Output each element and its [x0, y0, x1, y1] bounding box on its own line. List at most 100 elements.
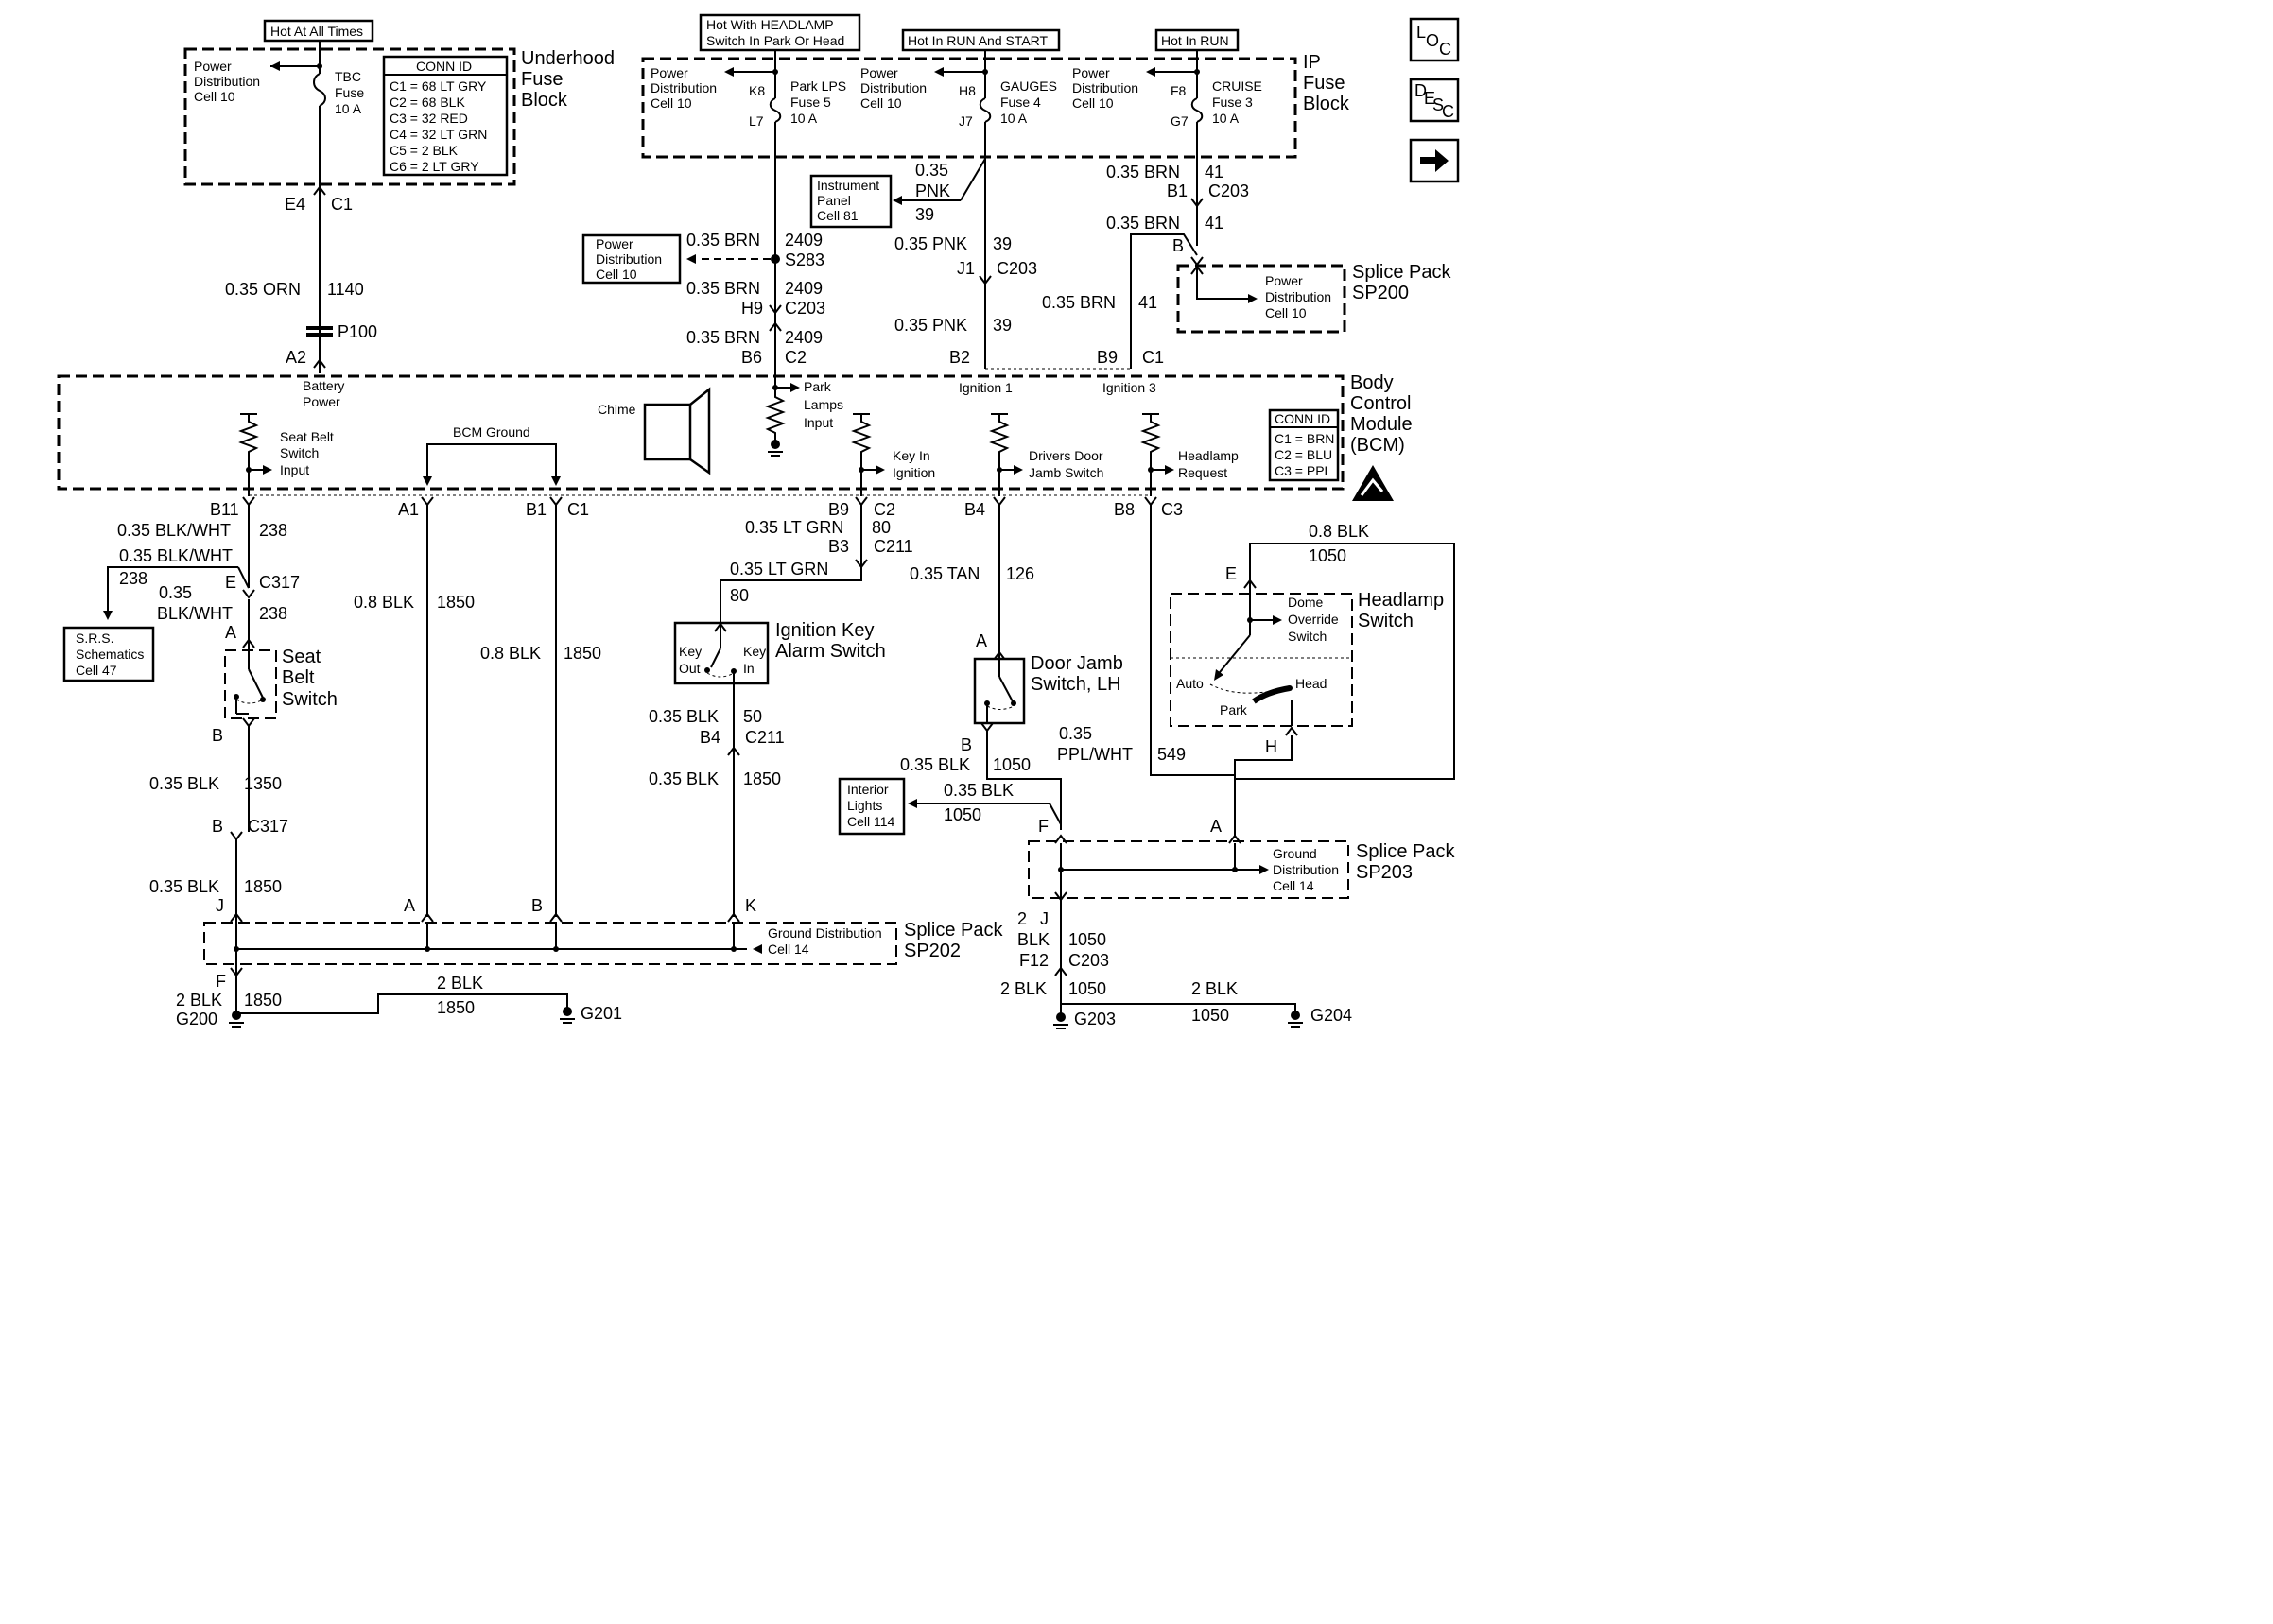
pin-a-sp202: A: [404, 896, 415, 915]
door-jamb-title-1: Door Jamb: [1031, 653, 1123, 674]
door-jamb-input-2: Jamb Switch: [1029, 465, 1103, 480]
circuit-1050-b: 1050: [944, 805, 981, 824]
underhood-conn-c1: C1 = 68 LT GRY: [390, 78, 487, 94]
door-jamb-input-1: Drivers Door: [1029, 448, 1103, 463]
wire-brn-41-a: 0.35 BRN: [1106, 163, 1180, 181]
wire-brn-2409-c: 0.35 BRN: [686, 328, 760, 347]
pin-b1-a: B1: [1167, 181, 1188, 200]
pin-k8: K8: [749, 83, 765, 98]
pin-b4-b: B4: [700, 728, 720, 747]
pin-f: F: [1038, 817, 1049, 836]
underhood-pd-3: Cell 10: [194, 89, 235, 104]
hot-run-start-box: [901, 28, 1061, 52]
svg-text:Distribution: Distribution: [596, 251, 662, 267]
interior-lights-ref[interactable]: [838, 777, 906, 836]
sp202-title-1: Splice Pack: [904, 920, 1003, 941]
pin-g7: G7: [1171, 113, 1189, 129]
ignition-1-label: Ignition 1: [959, 380, 1013, 395]
bcm-wiring-schematic: Hot At All Times Hot With HEADLAMP Switc…: [57, 13, 1460, 1029]
underhood-conn-c3: C3 = 32 RED: [390, 111, 468, 126]
circuit-1850-a: 1850: [437, 593, 475, 612]
hot-run-label: Hot In RUN: [1161, 33, 1229, 48]
sp202-gd-2: Cell 14: [768, 942, 809, 957]
next-arrow-button[interactable]: [1409, 138, 1460, 183]
wire-2blk-e: 2 BLK: [1191, 979, 1238, 998]
pin-j1: J1: [957, 259, 975, 278]
ip-pd-3-line2: Distribution: [1072, 80, 1138, 95]
wire-blk-1350: 0.35 BLK: [149, 774, 219, 793]
door-jamb-title-2: Switch, LH: [1031, 674, 1121, 695]
wire-blk08-hl: 0.8 BLK: [1309, 522, 1369, 541]
arrow-left-icon: [270, 61, 280, 71]
sp200-pd-3: Cell 10: [1265, 305, 1307, 320]
bcm-conn-c2: C2 = BLU: [1275, 447, 1332, 462]
ignition-3-label: Ignition 3: [1102, 380, 1156, 395]
ip-pd-2-line3: Cell 10: [860, 95, 902, 111]
pin-f-sp202: F: [216, 972, 226, 991]
underhood-conn-title: CONN ID: [416, 59, 472, 74]
conn-c203-c: C203: [1208, 181, 1249, 200]
hot-headlamp-box: [699, 13, 861, 52]
pin-a2: A2: [286, 348, 306, 367]
circuit-41-c: 41: [1138, 293, 1157, 312]
wire-2blk-b: 2 BLK: [437, 974, 483, 993]
ip-pd-2-line2: Distribution: [860, 80, 927, 95]
ground-g203: G203: [1074, 1010, 1116, 1028]
pin-a1: A1: [398, 500, 419, 519]
sp203-title-1: Splice Pack: [1356, 841, 1455, 862]
splice-s283: S283: [785, 251, 824, 269]
wire-pplwht-a: 0.35: [1059, 724, 1092, 743]
headlamp-switch-title-2: Switch: [1358, 611, 1414, 631]
pin-h: H: [1265, 737, 1277, 756]
svg-text:Panel: Panel: [817, 193, 851, 208]
pin-j: J: [216, 896, 224, 915]
conn-c1-bottom: C1: [567, 500, 589, 519]
seat-belt-switch: [224, 649, 277, 719]
circuit-2409-b: 2409: [785, 279, 823, 298]
wire-blk-1850-k: 0.35 BLK: [649, 769, 719, 788]
tbc-fuse-label-3: 10 A: [335, 101, 362, 116]
circuit-126: 126: [1006, 564, 1034, 583]
headlamp-request-2: Request: [1178, 465, 1227, 480]
hot-at-all-times-label: Hot At All Times: [270, 24, 363, 39]
ground-icon: [771, 440, 780, 449]
pin-k: K: [745, 896, 756, 915]
pin-b6: B6: [741, 348, 762, 367]
instrument-panel-ref[interactable]: [809, 174, 893, 229]
bcm-conn-id-table: [1268, 408, 1340, 482]
ip-fuse-title-1: IP: [1303, 52, 1321, 73]
svg-text:Interior: Interior: [847, 782, 889, 797]
bcm-conn-title: CONN ID: [1275, 411, 1330, 426]
circuit-1850-j: 1850: [244, 877, 282, 896]
seatbelt-input-3: Input: [280, 462, 309, 477]
splice-pack-sp202: [203, 922, 897, 965]
ip-fuse-block: [641, 57, 1297, 159]
power-distribution-s283-ref[interactable]: [581, 233, 682, 285]
svg-text:Cell 47: Cell 47: [76, 663, 117, 678]
srs-schematics-ref[interactable]: [62, 626, 155, 682]
bcm-title-1: Body: [1350, 372, 1394, 393]
circuit-50: 50: [743, 707, 762, 726]
underhood-conn-c4: C4 = 32 LT GRN: [390, 127, 487, 142]
circuit-1050: 1050: [993, 755, 1031, 774]
fuse4-label-2: Fuse 4: [1000, 95, 1041, 110]
svg-text:Schematics: Schematics: [76, 647, 144, 662]
wire-blkwht-3a: 0.35: [159, 583, 192, 602]
sp203-gd-3: Cell 14: [1273, 878, 1314, 893]
pin-a-seatbelt: A: [225, 623, 236, 642]
pin-b11: B11: [210, 500, 239, 519]
pin-b-sp200: B: [1172, 236, 1184, 255]
ground-g201-icon: [563, 1007, 572, 1016]
underhood-fuse-block: [183, 47, 516, 186]
underhood-conn-c2: C2 = 68 BLK: [390, 95, 465, 110]
auto-label: Auto: [1176, 676, 1204, 691]
svg-text:L: L: [1416, 23, 1426, 42]
svg-text:E: E: [1424, 89, 1435, 108]
ip-pd-1-line3: Cell 10: [651, 95, 692, 111]
splice-pack-sp203: [1028, 840, 1349, 899]
circuit-549: 549: [1157, 745, 1186, 764]
p100-pass-through-icon: [306, 326, 333, 330]
circuit-2409-c: 2409: [785, 328, 823, 347]
